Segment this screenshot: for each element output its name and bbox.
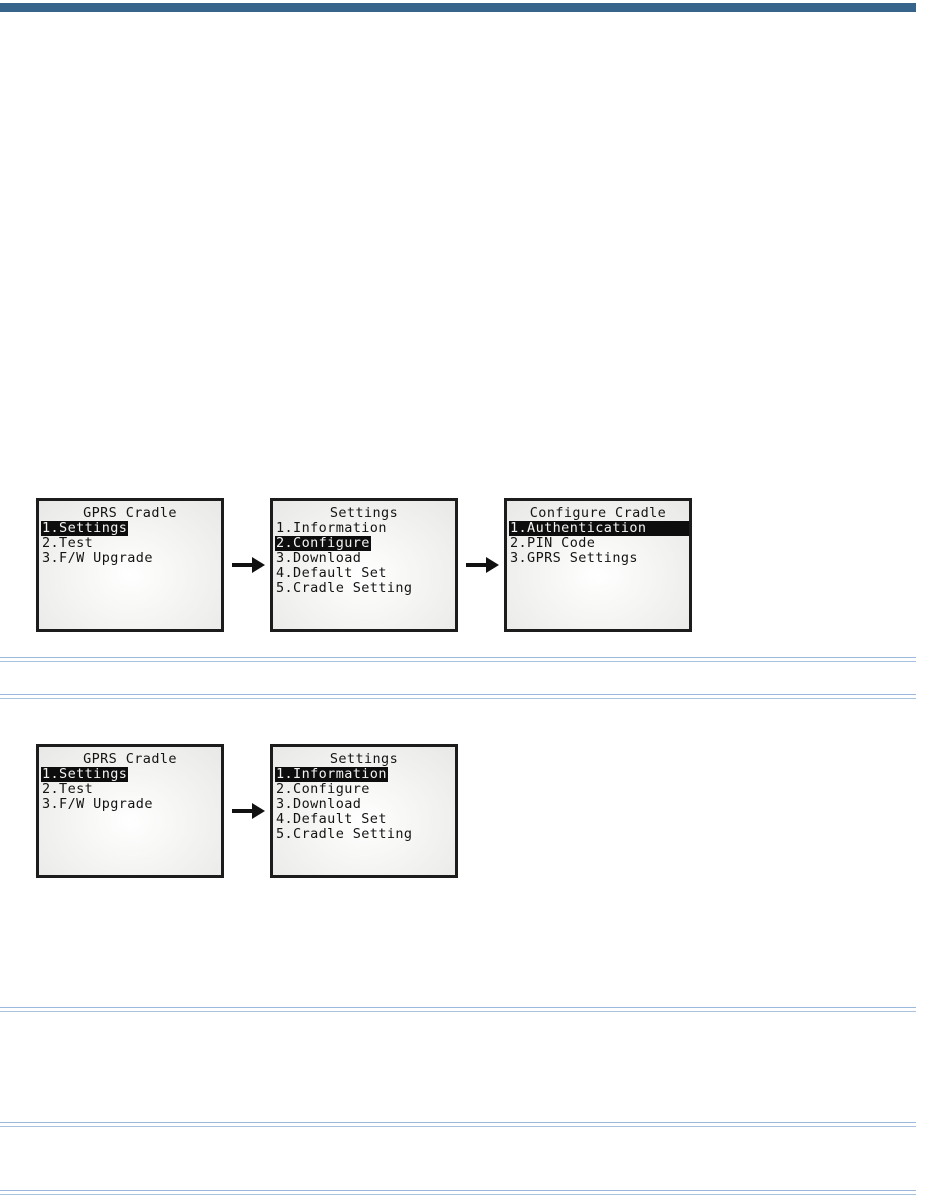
lcd-menu-item-label: 1.Information (275, 766, 388, 782)
arrow-head (486, 557, 499, 573)
divider-line-lower (0, 1126, 916, 1127)
divider-line-upper (0, 1122, 916, 1123)
lcd-menu-item-selected[interactable]: 1.Settings (39, 767, 221, 782)
lcd-screen-title: Settings (329, 505, 399, 521)
page-header-accent-bar (0, 3, 916, 12)
lcd-menu-item-label: 2.Test (42, 781, 94, 797)
arrow-shaft (466, 563, 488, 567)
divider-line-upper (0, 1190, 916, 1191)
lcd-menu-item-label: 1.Settings (41, 520, 129, 536)
lcd-menu-item-label: 2.PIN Code (510, 535, 596, 551)
section-divider (0, 1122, 916, 1127)
lcd-menu-item-label: 3.Download (276, 796, 362, 812)
arrow-right-icon (224, 796, 270, 826)
section-divider (0, 657, 916, 662)
lcd-screen-title: Settings (329, 751, 399, 767)
lcd-menu-item[interactable]: 1.Information (273, 521, 455, 536)
lcd-menu-item[interactable]: 4.Default Set (273, 566, 455, 581)
lcd-menu-item-label: 5.Cradle Setting (276, 580, 413, 596)
divider-line-upper (0, 694, 916, 695)
lcd-menu-item-selected[interactable]: 1.Information (273, 767, 455, 782)
lcd-menu-item-label: 3.F/W Upgrade (42, 796, 153, 812)
lcd-menu-item[interactable]: 2.Test (39, 782, 221, 797)
section-divider (0, 694, 916, 699)
arrow-right-icon (224, 550, 270, 580)
lcd-menu-item-label: 3.GPRS Settings (510, 550, 638, 566)
lcd-menu-item[interactable]: 2.Test (39, 536, 221, 551)
lcd-menu-item[interactable]: 2.Configure (273, 782, 455, 797)
lcd-menu-item[interactable]: 3.Download (273, 551, 455, 566)
lcd-menu-item-label: 4.Default Set (276, 811, 387, 827)
lcd-menu-item-selected[interactable]: 1.Authentication (507, 521, 689, 536)
lcd-menu-item[interactable]: 4.Default Set (273, 812, 455, 827)
lcd-menu-item-label: 2.Configure (276, 781, 370, 797)
section-divider (0, 1190, 916, 1195)
lcd-screen-title: GPRS Cradle (83, 505, 177, 521)
divider-line-lower (0, 698, 916, 699)
arrow-shaft (232, 809, 254, 813)
lcd-menu-item-label: 4.Default Set (276, 565, 387, 581)
lcd-menu-item[interactable]: 5.Cradle Setting (273, 581, 455, 596)
arrow-head (252, 557, 265, 573)
arrow-head (252, 803, 265, 819)
lcd-screen-title: Configure Cradle (529, 505, 667, 521)
lcd-menu-item-label: 1.Information (276, 520, 387, 536)
divider-line-upper (0, 657, 916, 658)
lcd-menu-item[interactable]: 3.F/W Upgrade (39, 551, 221, 566)
divider-line-lower (0, 1011, 916, 1012)
lcd-menu-item-label: 1.Authentication (509, 521, 689, 536)
section-divider (0, 1007, 916, 1012)
lcd-menu-item[interactable]: 2.PIN Code (507, 536, 689, 551)
lcd-menu-item[interactable]: 3.Download (273, 797, 455, 812)
lcd-menu-item[interactable]: 5.Cradle Setting (273, 827, 455, 842)
lcd-menu-item-label: 2.Configure (275, 535, 371, 551)
divider-line-lower (0, 1194, 916, 1195)
lcd-menu-item-selected[interactable]: 2.Configure (273, 536, 455, 551)
lcd-menu-item[interactable]: 3.F/W Upgrade (39, 797, 221, 812)
arrow-right-icon (458, 550, 504, 580)
arrow-shaft (232, 563, 254, 567)
lcd-menu-item-label: 3.F/W Upgrade (42, 550, 153, 566)
lcd-menu-item-label: 2.Test (42, 535, 94, 551)
lcd-menu-item-label: 3.Download (276, 550, 362, 566)
lcd-screen-title: GPRS Cradle (83, 751, 177, 767)
divider-line-lower (0, 661, 916, 662)
lcd-menu-item-label: 1.Settings (41, 766, 129, 782)
divider-line-upper (0, 1007, 916, 1008)
lcd-menu-item-label: 5.Cradle Setting (276, 826, 413, 842)
lcd-menu-item-selected[interactable]: 1.Settings (39, 521, 221, 536)
lcd-menu-item[interactable]: 3.GPRS Settings (507, 551, 689, 566)
